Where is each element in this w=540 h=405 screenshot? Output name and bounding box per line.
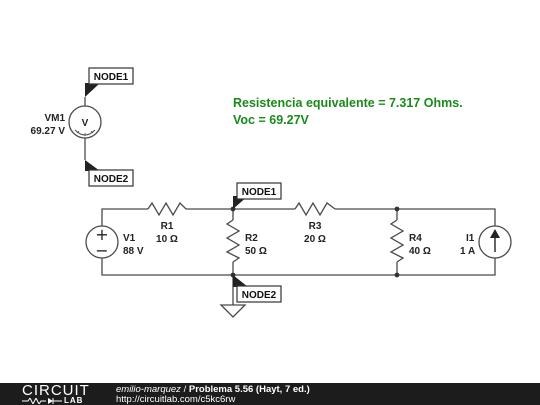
i1-value: 1 A [460,246,475,257]
circuit-node2-label: NODE2 [242,290,277,301]
r2-name: R2 [245,233,258,244]
r3-name: R3 [309,221,322,232]
v1-value: 88 V [123,246,144,257]
node-label-box [88,67,134,85]
r3-value: 20 Ω [304,234,326,245]
r1-value: 10 Ω [156,234,178,245]
resistor-r2[interactable] [225,219,241,263]
voltmeter-symbol: V [82,118,89,129]
resistor-r4[interactable] [389,219,405,263]
node-flag-icon [85,83,100,97]
footer-bar: CIRCUIT LAB emilio-marquez / Problema 5.… [0,383,540,405]
circuit-wires [101,208,496,305]
node-flag-icon [85,160,100,171]
logo-text-top: CIRCUIT [22,382,90,399]
arrow-up-icon [490,229,500,238]
r1-name: R1 [161,221,174,232]
equivalent-resistance-note: Resistencia equivalente = 7.317 Ohms. [233,96,463,110]
minus-sign: − [95,241,108,260]
circuit-title: Problema 5.56 (Hayt, 7 ed.) [188,384,310,395]
node-flag-icon [233,275,248,287]
resistor-r1[interactable] [147,201,187,217]
node-label-box [236,182,282,200]
voc-note: Voc = 69.27V [233,113,310,127]
logo-wire-icon [22,398,62,404]
vm1-node1-label: NODE1 [94,72,129,83]
ground-icon [219,304,247,318]
node-label-box [88,169,134,187]
plus-sign: + [95,225,108,244]
circuit-url-link[interactable]: http://circuitlab.com/c5kc6rw [116,394,236,405]
author-link[interactable]: emilio-marquez [116,384,181,395]
current-source-i1[interactable] [478,225,512,259]
credit-separator: / [180,384,189,395]
r4-name: R4 [409,233,422,244]
i1-name: I1 [466,233,475,244]
logo-text-bottom: LAB [64,396,84,405]
junction-dot [394,272,400,278]
r4-value: 40 Ω [409,246,431,257]
v1-name: V1 [123,233,136,244]
circuit-schematic: Resistencia equivalente = 7.317 Ohms. Vo… [31,67,512,318]
vm1-name: VM1 [44,113,65,124]
footer-credit: emilio-marquez / Problema 5.56 (Hayt, 7 … [116,384,310,395]
voltage-source-v1[interactable]: + − [85,225,119,260]
voltmeter-vm1[interactable]: V [68,97,102,160]
resistor-r3[interactable] [294,201,336,217]
r2-value: 50 Ω [245,246,267,257]
circuit-node1-label: NODE1 [242,187,277,198]
circuitlab-logo[interactable]: CIRCUIT LAB [4,382,104,405]
vm1-node2-label: NODE2 [94,174,129,185]
vm1-value: 69.27 V [31,126,66,137]
node-label-box [236,285,282,303]
junction-dot [394,206,400,212]
